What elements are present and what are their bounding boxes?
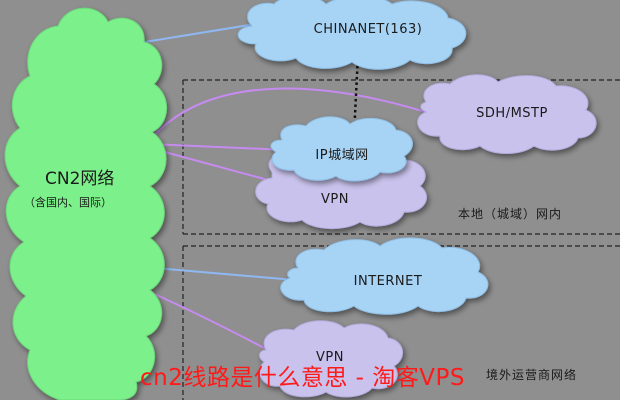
cn2-title: CN2网络 [45, 169, 115, 189]
cn2-cloud [4, 7, 167, 400]
link-cn2-vpn [149, 147, 269, 181]
local-region-label: 本地（城域）网内 [458, 207, 563, 221]
sdh-mstp-label: SDH/MSTP [476, 106, 548, 121]
watermark-text: cn2线路是什么意思 - 淘客VPS [140, 365, 465, 391]
ip-metro-cloud [270, 116, 413, 182]
bottom-vpn-cloud [259, 320, 403, 398]
link-cn2-bottom [149, 291, 269, 351]
bottom-vpn-label: VPN [316, 350, 344, 365]
internet-cloud [280, 237, 489, 315]
vpn-label: VPN [321, 192, 349, 207]
ip-metro-label: IP城域网 [315, 148, 369, 163]
cn2-subtitle: （含国内、国际） [24, 196, 112, 209]
chinanet-cloud [237, 0, 467, 70]
link-cn2-ip-metro [149, 143, 289, 151]
internet-label: INTERNET [353, 274, 423, 289]
link-cn2-internet [154, 267, 296, 281]
external-region-label: 境外运营商网络 [486, 368, 578, 382]
link-cn2-sdh [149, 87, 433, 141]
sdh-mstp-cloud [417, 74, 597, 154]
chinanet-label: CHINANET(163) [313, 22, 423, 37]
